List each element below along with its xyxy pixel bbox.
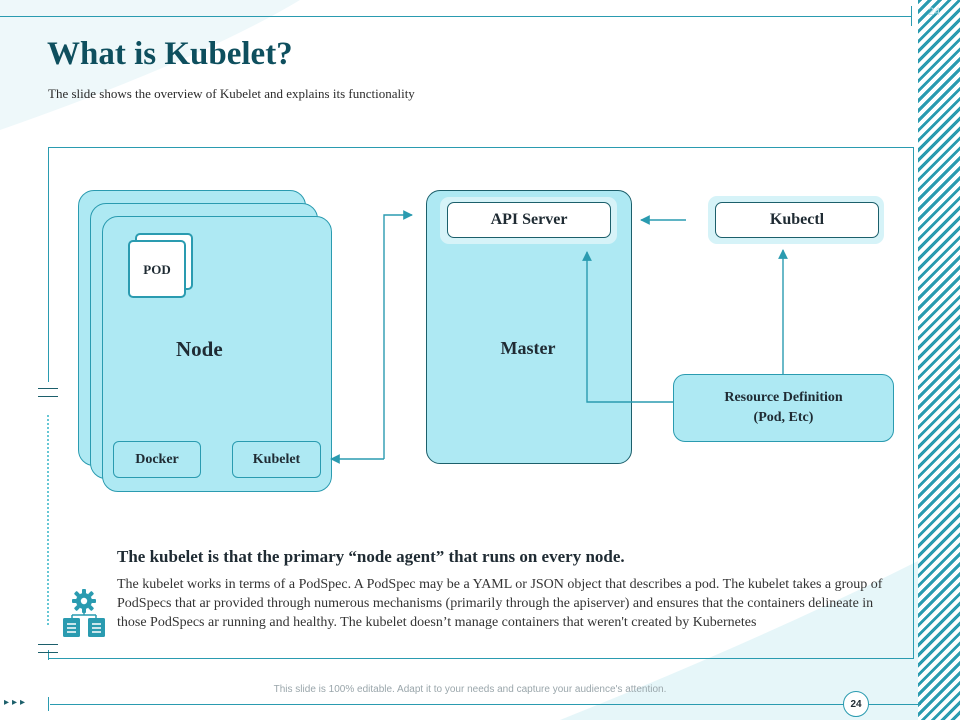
page-number-badge: 24 [843,691,869,717]
pod-card-front [128,240,186,298]
content-frame [48,147,914,659]
section-body: The kubelet works in terms of a PodSpec.… [117,577,883,630]
section-heading: The kubelet is that the primary “node ag… [117,547,625,566]
docker-box: Docker [113,441,201,478]
top-rule-cap [911,6,912,26]
bottom-rule-cap [48,697,49,711]
frame-tick [38,644,58,645]
frame-tick [38,652,58,653]
api-server-box: API Server [447,202,611,238]
top-rule [0,16,912,17]
footer-note: This slide is 100% editable. Adapt it to… [273,684,667,695]
page-title: What is Kubelet? [47,36,293,72]
pod-label: POD [143,262,171,277]
page-subtitle: The slide shows the overview of Kubelet … [48,86,415,101]
master-label: Master [500,338,556,358]
frame-tick [38,396,58,397]
kubectl-box: Kubectl [715,202,879,238]
kubelet-box: Kubelet [232,441,321,478]
resource-definition-line2: (Pod, Etc) [753,410,814,425]
bottom-rule [50,704,921,705]
frame-left-edge-bottom [48,650,49,660]
frame-left-edge-top [48,147,49,382]
frame-tick [38,388,58,389]
corner-page-number: 24 [928,6,941,18]
nav-arrows-icon[interactable]: ▸▸▸ [4,697,29,708]
decorative-stripes [918,0,960,720]
resource-definition-box: Resource Definition (Pod, Etc) [673,374,894,442]
gear-over-documents-icon [63,589,105,637]
dotted-rail [47,415,49,625]
resource-definition-line1: Resource Definition [724,390,843,405]
node-label: Node [176,337,223,361]
